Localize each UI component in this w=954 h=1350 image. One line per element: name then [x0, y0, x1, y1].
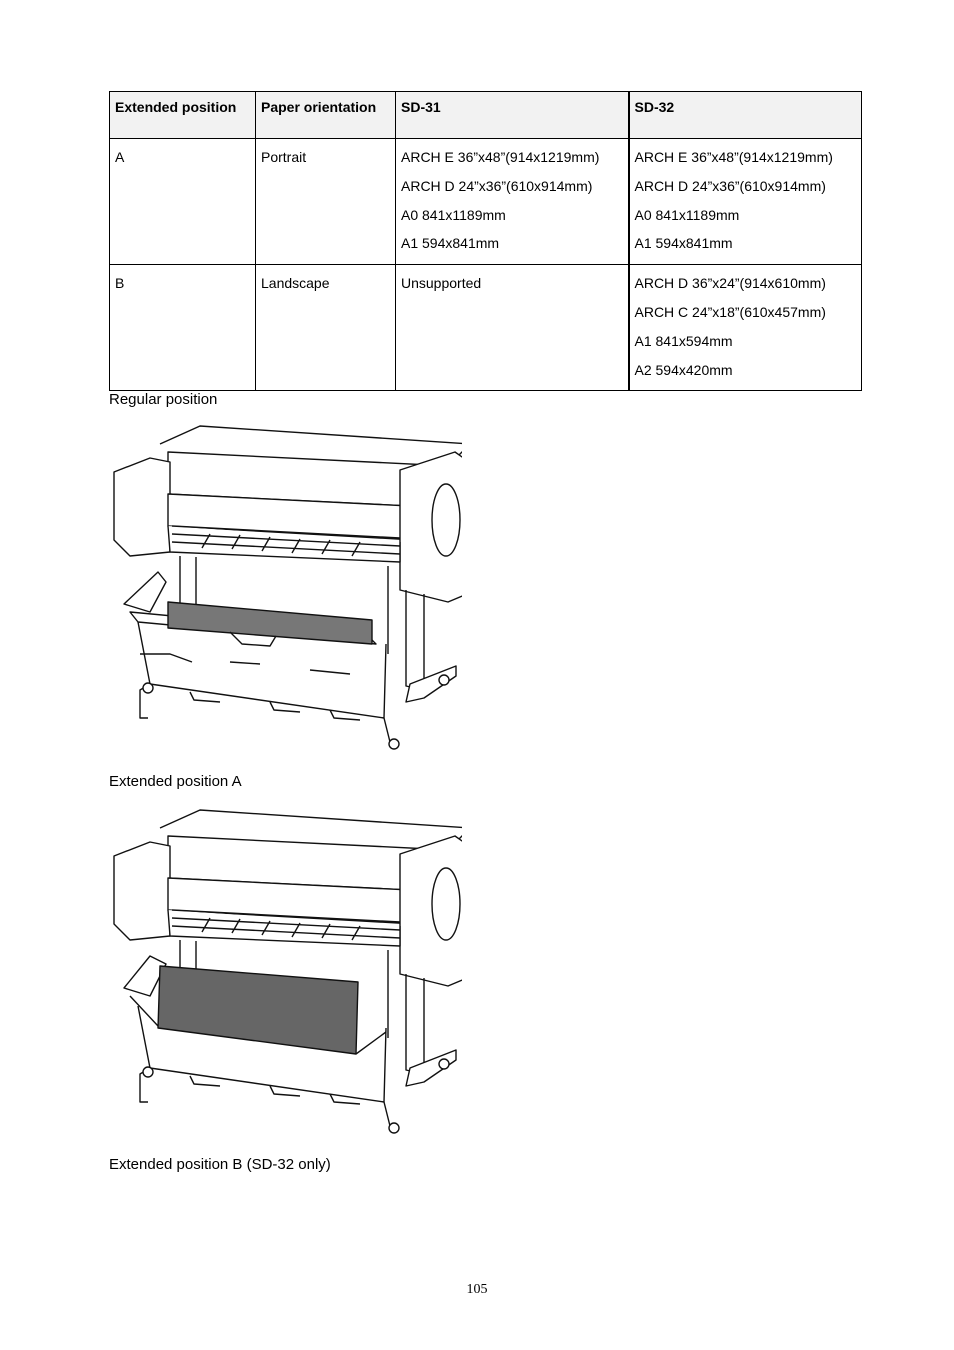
size-item: Unsupported: [401, 275, 482, 292]
table-header-row: Extended position Paper orientation SD-3…: [109, 91, 862, 139]
header-sd32: SD-32: [627, 91, 862, 139]
cell-position: B: [109, 264, 256, 392]
cell-orientation: Landscape: [255, 264, 396, 392]
size-item: A1 841x594mm: [634, 332, 733, 349]
size-item: ARCH E 36”x48”(914x1219mm): [634, 149, 833, 165]
cell-sd31-sizes: ARCH E 36”x48”(914x1219mm) ARCH D 24”x36…: [395, 137, 629, 266]
cell-sd31-sizes: Unsupported: [395, 264, 629, 392]
cell-text: Portrait: [261, 149, 307, 165]
cell-sd32-sizes: ARCH D 36”x24”(914x610mm) ARCH C 24”x18”…: [627, 264, 862, 392]
size-item: A0 841x1189mm: [634, 206, 740, 223]
cell-position: A: [109, 137, 256, 266]
cell-text: B: [115, 275, 125, 292]
caption-extended-position-b: Extended position B (SD-32 only): [109, 1156, 331, 1173]
cell-orientation: Portrait: [255, 137, 396, 266]
size-item: A2 594x420mm: [634, 361, 733, 378]
caption-extended-position-a: Extended position A: [109, 773, 242, 790]
size-item: ARCH C 24”x18”(610x457mm): [634, 303, 826, 320]
size-item: A1 594x841mm: [401, 235, 500, 252]
page-number: 105: [466, 1282, 488, 1297]
cell-text: A: [115, 149, 125, 165]
table-row: A Portrait ARCH E 36”x48”(914x1219mm) AR…: [109, 137, 862, 266]
table-row: B Landscape Unsupported ARCH D 36”x24”(9…: [109, 264, 862, 392]
size-item: ARCH D 24”x36”(610x914mm): [401, 177, 593, 194]
printer-regular-position-illustration: [113, 425, 462, 750]
caption-regular-position: Regular position: [109, 391, 218, 408]
cell-text: Landscape: [261, 275, 330, 292]
header-extended-position: Extended position: [109, 91, 256, 139]
size-item: ARCH D 36”x24”(914x610mm): [634, 275, 826, 292]
header-sd31: SD-31: [395, 91, 629, 139]
position-spec-table: Extended position Paper orientation SD-3…: [109, 91, 862, 392]
printer-extended-position-illustration: [113, 809, 462, 1134]
size-item: ARCH E 36”x48”(914x1219mm): [401, 149, 600, 165]
size-item: ARCH D 24”x36”(610x914mm): [634, 177, 826, 194]
header-paper-orientation: Paper orientation: [255, 91, 396, 139]
size-item: A1 594x841mm: [634, 235, 733, 252]
size-item: A0 841x1189mm: [401, 206, 506, 223]
cell-sd32-sizes: ARCH E 36”x48”(914x1219mm) ARCH D 24”x36…: [627, 137, 862, 266]
